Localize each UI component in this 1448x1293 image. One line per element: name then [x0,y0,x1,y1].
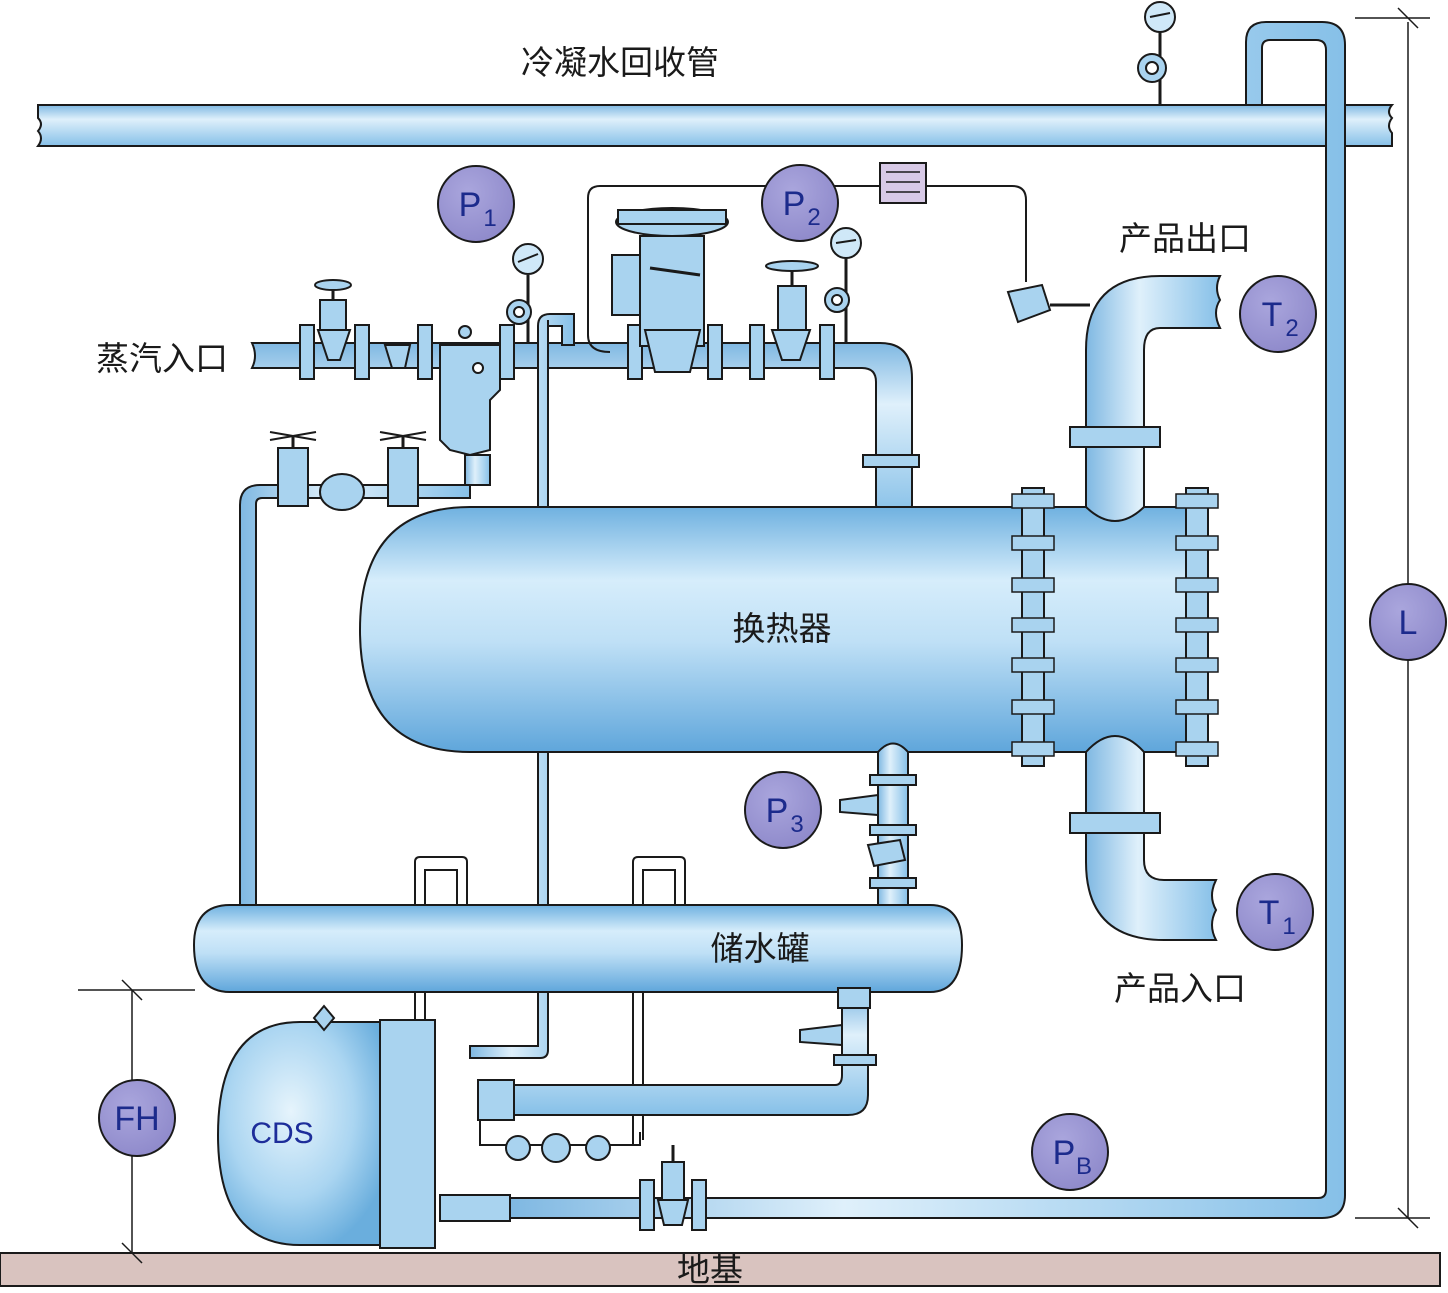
badge-t1-label: T [1259,894,1280,932]
steam-stop-valve-icon [314,279,352,361]
bypass-valve-left-icon [269,431,317,507]
steam-separator-icon [439,325,501,457]
badge-p1-label: P [459,186,482,224]
product-inlet-pipe: 产品入口 [1069,735,1246,1008]
badge-fh: FH [98,1079,176,1157]
steam-inlet-label: 蒸汽入口 [96,339,228,378]
exchanger-drain-line [839,742,917,906]
tank-outlet-line [477,987,877,1121]
temperature-sensor-icon [1006,283,1090,324]
trap-drain-line [469,313,575,1059]
badge-fh-label: FH [114,1100,159,1138]
pressure-gauge-p1-icon [506,243,544,343]
cds-label: CDS [250,1117,313,1150]
badge-t2-subscript: 2 [1285,315,1298,342]
foundation: 地基 [0,1250,1441,1289]
controller-signal-line [587,185,1027,353]
badge-t1-subscript: 1 [1282,913,1295,940]
steam-strainer-icon [383,344,412,369]
badge-p3-label: P [766,792,789,830]
heat-exchanger-bolts [1011,493,1219,757]
cds-pump: CDS [216,1004,436,1249]
badge-p2-subscript: 2 [807,204,820,231]
heat-exchanger-label: 换热器 [733,609,832,648]
badge-t2-label: T [1262,296,1283,334]
motive-small-line [479,1120,641,1163]
bypass-strainer-icon [319,473,365,511]
condensate-header-pipe: 冷凝水回收管 [36,43,1395,147]
product-inlet-label: 产品入口 [1114,969,1246,1008]
condensate-pipe-label: 冷凝水回收管 [521,43,719,82]
steam-line-flanges [299,324,835,380]
header-pressure-gauge-icon [1137,1,1176,105]
badge-l: L [1369,583,1447,661]
storage-tank: 储水罐 [192,904,964,993]
control-valve-icon [611,207,729,373]
storage-tank-label: 储水罐 [711,929,810,968]
badge-p2-label: P [783,185,806,223]
svg-text:地基: 地基 [677,1250,743,1289]
badge-l-label: L [1399,604,1418,642]
pressure-gauge-p2-icon [824,227,862,343]
badge-p3-subscript: 3 [790,811,803,838]
badge-pb-label: P [1053,1134,1076,1172]
bypass-valve-right-icon [379,431,427,507]
badge-p1-subscript: 1 [483,205,496,232]
badge-pb-subscript: B [1076,1153,1092,1180]
heat-exchanger: 换热器 [358,487,1209,767]
product-outlet-pipe: 产品出口 [1069,219,1251,522]
controller-box-icon [879,162,927,204]
steam-stop-valve-2-icon [765,260,819,361]
bypass-line [239,454,491,906]
cds-discharge-line [439,1145,707,1231]
product-outlet-label: 产品出口 [1119,219,1251,258]
steam-inlet-line: 蒸汽入口 [96,339,920,520]
